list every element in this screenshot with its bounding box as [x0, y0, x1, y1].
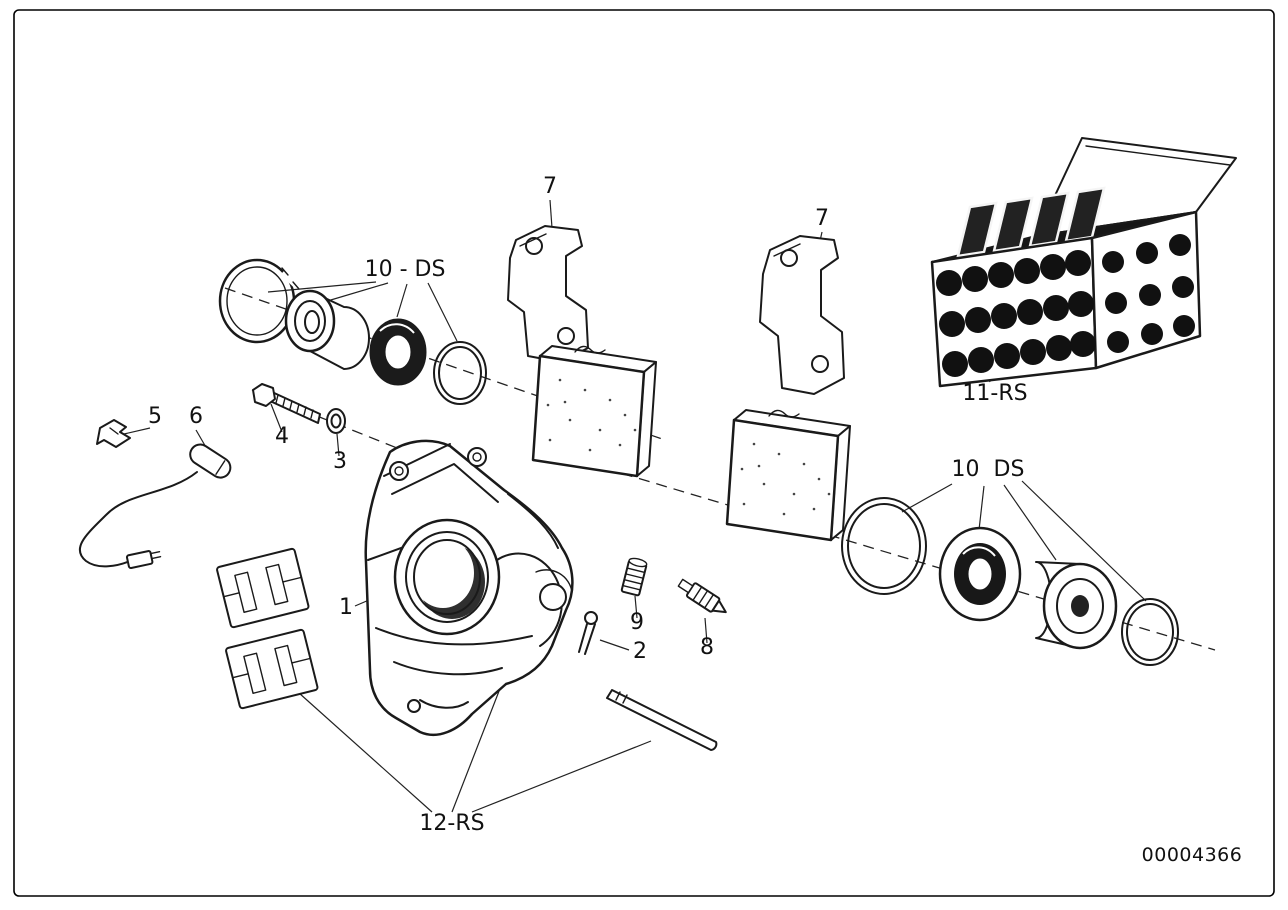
pad-texture: [740, 442, 831, 516]
label-part-7-right: 7: [815, 206, 829, 231]
label-part-10ds-top: 10 - DS: [365, 257, 446, 282]
label-part-4: 4: [275, 424, 289, 449]
bleeder-screw: [620, 557, 648, 597]
brake-pad-box: [930, 137, 1237, 388]
guide-bolt: [252, 383, 321, 424]
o-ring-small-right: [1121, 598, 1179, 666]
part-labels: 7 7 10 - DS 11-RS 5 6 4 3 10 DS 1 9 2 8 …: [148, 174, 1028, 836]
anti-squeal-plate-left: [507, 225, 589, 363]
washer: [326, 408, 346, 434]
box-front-dots: [936, 250, 1096, 377]
brake-pad-right: [725, 409, 851, 542]
anti-rattle-spring-a: [216, 547, 310, 629]
wear-sensor: [78, 443, 232, 570]
o-ring-large-right: [841, 497, 927, 595]
label-part-5: 5: [148, 404, 162, 429]
retaining-clip: [96, 419, 131, 448]
o-ring-small-top: [433, 341, 487, 405]
brake-caliper: [364, 439, 574, 737]
label-part-7-left: 7: [543, 174, 557, 199]
brake-pad-left: [531, 345, 657, 478]
label-part-10ds-right: 10 DS: [952, 457, 1025, 482]
label-part-11rs: 11-RS: [962, 381, 1027, 406]
label-part-1: 1: [339, 595, 353, 620]
pad-guide-pin: [606, 689, 718, 751]
label-part-12rs: 12-RS: [419, 811, 484, 836]
anti-rattle-spring-b: [225, 628, 319, 710]
anti-squeal-plate-right: [759, 235, 845, 395]
label-part-3: 3: [333, 449, 347, 474]
frame-border: [13, 9, 1275, 897]
box-side-dots: [1102, 234, 1195, 353]
cotter-pin: [578, 611, 598, 655]
doc-number: 00004366: [1142, 844, 1243, 866]
caliper-piston-large: [1035, 561, 1118, 650]
label-part-2: 2: [633, 639, 647, 664]
label-part-8: 8: [700, 635, 714, 660]
pad-texture: [546, 378, 637, 452]
piston-seal-ring: [369, 318, 427, 386]
caliper-piston-small: [284, 289, 370, 370]
label-part-9: 9: [630, 610, 644, 635]
dust-boot-seal: [938, 526, 1022, 622]
label-part-6: 6: [189, 404, 203, 429]
bleeder-valve: [677, 578, 727, 614]
leader-lines: [123, 199, 1147, 813]
